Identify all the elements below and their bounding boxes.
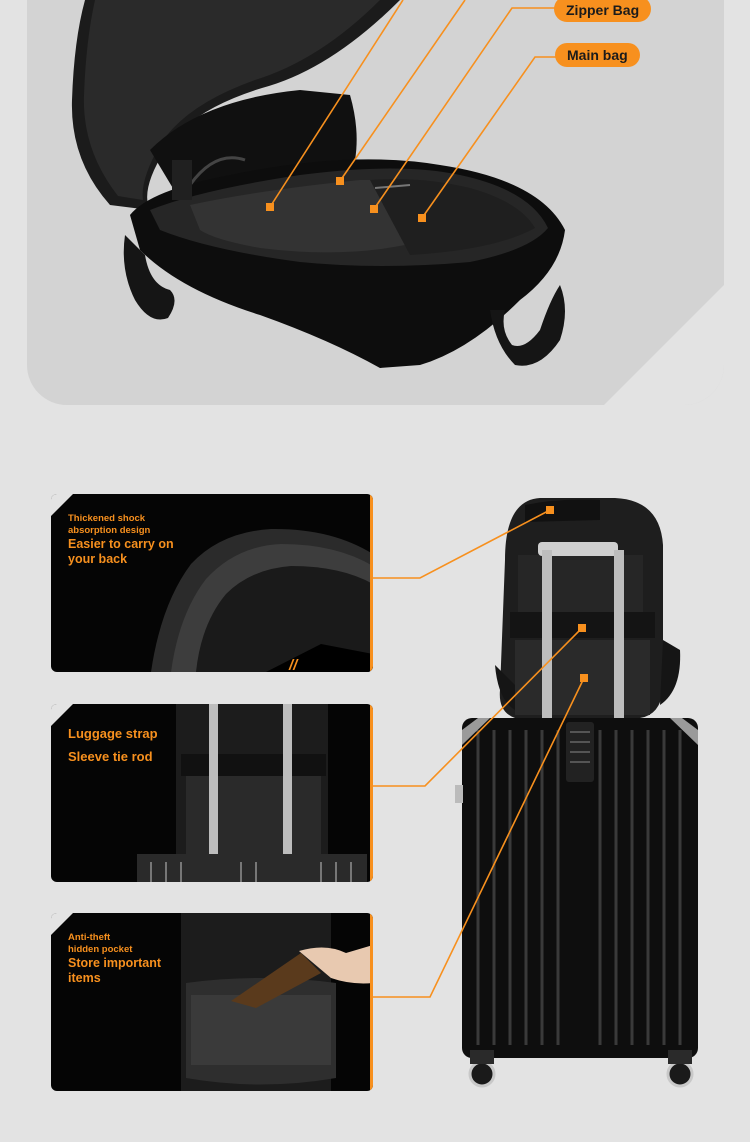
card-accent-edge	[370, 913, 373, 1091]
card-3-small-line: Anti-theft	[68, 932, 111, 943]
callout-dot	[580, 674, 588, 682]
callout-dot	[546, 506, 554, 514]
card-corner-cut	[51, 704, 73, 726]
callout-dot	[418, 214, 426, 222]
main-bag-label: Main bag	[555, 43, 640, 67]
backpack-on-suitcase-illustration	[373, 498, 698, 1088]
callout-dot	[266, 203, 274, 211]
card-2-big-line: Luggage strap	[68, 726, 158, 741]
card-1-big-line: your back	[68, 552, 128, 567]
hidden-pocket-photo	[181, 913, 373, 1091]
card-corner-cut	[51, 913, 73, 935]
feature-card-shock-absorption: Thickened shock absorption design Easier…	[51, 494, 373, 672]
feature-card-luggage-strap: Luggage strap Sleeve tie rod	[51, 704, 373, 882]
open-backpack-illustration	[71, 0, 565, 368]
card-accent-edge	[370, 704, 373, 882]
feature-card-anti-theft: Anti-theft hidden pocket Store important…	[51, 913, 373, 1091]
padded-back-photo	[151, 528, 373, 672]
card-1-small-line: absorption design	[68, 524, 151, 536]
card-3-small-line: hidden pocket	[68, 943, 133, 955]
card-1-small-line: Thickened shock	[68, 513, 146, 524]
card-2-big-line: Sleeve tie rod	[68, 749, 153, 765]
card-3-text: Anti-theft hidden pocket Store important…	[68, 932, 161, 987]
card-1-big-line: Easier to carry on	[68, 536, 174, 551]
slash-mark: //	[289, 657, 298, 674]
zipper-bag-label: Zipper Bag	[554, 0, 652, 22]
card-accent-edge	[370, 494, 373, 672]
callout-dot	[578, 624, 586, 632]
callout-dot	[370, 205, 378, 213]
card-3-big-line: Store important	[68, 955, 162, 970]
callout-dot	[336, 177, 344, 185]
card-1-text: Thickened shock absorption design Easier…	[68, 513, 174, 568]
card-corner-cut	[51, 494, 73, 516]
card-2-text: Luggage strap Sleeve tie rod	[68, 726, 158, 766]
card-3-big-line: items	[68, 971, 101, 986]
luggage-strap-photo	[137, 704, 367, 882]
